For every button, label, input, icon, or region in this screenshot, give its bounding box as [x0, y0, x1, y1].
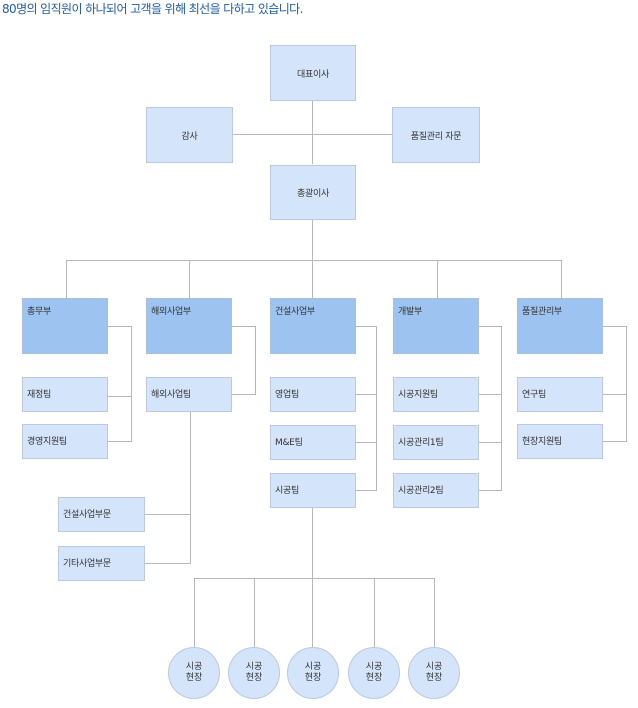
- team-label: 건설사업부문: [63, 510, 111, 520]
- team-box: 해외사업팀: [146, 377, 232, 412]
- team-label: 영업팀: [275, 390, 299, 400]
- site-label: 시공 현장: [365, 662, 383, 683]
- team-label: 현장지원팀: [522, 437, 562, 447]
- team-label: 시공팀: [275, 486, 299, 496]
- quality-advisor-box: 품질관리 자문: [392, 107, 480, 163]
- sub-team-box: 건설사업부문: [58, 497, 145, 532]
- construction-site: 시공 현장: [287, 647, 339, 699]
- dept-quality: 품질관리부: [517, 298, 603, 354]
- team-box: 시공팀: [270, 473, 356, 508]
- team-box: 영업팀: [270, 377, 356, 412]
- connector-line: [232, 326, 256, 395]
- connector-line: [356, 326, 377, 491]
- construction-site: 시공 현장: [168, 647, 220, 699]
- intro-text: 80명의 임직원이 하나되어 고객을 위해 최선을 다하고 있습니다.: [2, 2, 303, 16]
- team-label: 재정팀: [27, 390, 51, 400]
- dept-label: 건설사업부: [275, 307, 315, 317]
- dept-general-affairs: 총무부: [22, 298, 108, 354]
- site-label: 시공 현장: [185, 662, 203, 683]
- construction-site: 시공 현장: [348, 647, 400, 699]
- construction-site: 시공 현장: [228, 647, 280, 699]
- dept-label: 총무부: [27, 307, 51, 317]
- team-label: 시공관리2팀: [398, 486, 444, 496]
- team-label: 기타사업부문: [63, 559, 111, 569]
- team-label: M&E팀: [275, 438, 303, 448]
- sub-team-box: 기타사업부문: [58, 546, 145, 581]
- team-box: 경영지원팀: [22, 424, 108, 459]
- connector-line: [108, 326, 132, 442]
- team-label: 해외사업팀: [151, 390, 191, 400]
- team-label: 시공관리1팀: [398, 438, 444, 448]
- dept-label: 품질관리부: [522, 307, 562, 317]
- team-box: 현장지원팀: [517, 424, 603, 459]
- team-label: 연구팀: [522, 390, 546, 400]
- dept-development: 개발부: [393, 298, 479, 354]
- connector-line: [603, 326, 627, 442]
- site-label: 시공 현장: [245, 662, 263, 683]
- team-box: M&E팀: [270, 425, 356, 460]
- team-box: 연구팀: [517, 377, 603, 412]
- construction-site: 시공 현장: [408, 647, 460, 699]
- team-label: 시공지원팀: [398, 390, 438, 400]
- dept-construction: 건설사업부: [270, 298, 356, 354]
- auditor-box: 감사: [146, 107, 233, 163]
- gm-box: 총괄이사: [270, 165, 356, 220]
- connector-line: [479, 326, 502, 491]
- team-box: 재정팀: [22, 377, 108, 412]
- dept-overseas: 해외사업부: [146, 298, 232, 354]
- team-label: 경영지원팀: [27, 437, 67, 447]
- team-box: 시공지원팀: [393, 377, 479, 412]
- dept-label: 해외사업부: [151, 307, 191, 317]
- site-label: 시공 현장: [304, 662, 322, 683]
- team-box: 시공관리1팀: [393, 425, 479, 460]
- site-label: 시공 현장: [425, 662, 443, 683]
- ceo-box: 대표이사: [270, 45, 356, 101]
- dept-label: 개발부: [398, 307, 422, 317]
- team-box: 시공관리2팀: [393, 473, 479, 508]
